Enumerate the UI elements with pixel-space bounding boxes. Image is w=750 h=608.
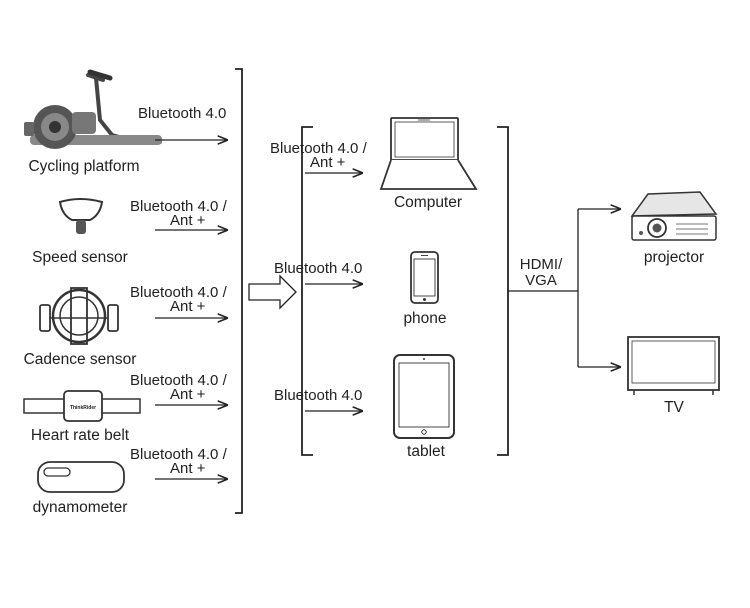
protocol-label-dynamometer-2: Ant + xyxy=(170,460,206,477)
protocol-label-dynamometer-1: Bluetooth 4.0 / xyxy=(130,446,228,463)
device-group-bracket-right xyxy=(497,126,509,456)
phone-icon xyxy=(410,251,439,304)
sensor-label-heart-rate-belt: Heart rate belt xyxy=(31,427,130,444)
protocol-label-computer-1: Bluetooth 4.0 / xyxy=(270,140,368,157)
output-label-projector: projector xyxy=(644,249,704,266)
protocol-label-computer-2: Ant + xyxy=(310,154,346,171)
protocol-label-tablet: Bluetooth 4.0 xyxy=(274,387,362,404)
cadence-sensor-icon xyxy=(39,287,119,345)
interface-label-1: HDMI/ xyxy=(520,256,563,273)
interface-label-2: VGA xyxy=(525,272,557,289)
laptop-icon xyxy=(379,117,478,190)
sensor-label-cadence-sensor: Cadence sensor xyxy=(24,351,137,368)
device-label-tablet: tablet xyxy=(407,443,446,460)
sensor-group-bracket xyxy=(235,68,243,514)
protocol-label-cadence-sensor-1: Bluetooth 4.0 / xyxy=(130,284,228,301)
protocol-label-phone: Bluetooth 4.0 xyxy=(274,260,362,277)
sensor-label-dynamometer: dynamometer xyxy=(33,499,128,516)
protocol-label-cycling-platform: Bluetooth 4.0 xyxy=(138,105,226,122)
protocol-label-cadence-sensor-2: Ant + xyxy=(170,298,206,315)
speed-sensor-icon xyxy=(58,198,104,234)
cycling-platform-icon xyxy=(24,69,162,149)
tablet-icon xyxy=(393,354,455,439)
belt-brand-text: ThinkRider xyxy=(70,405,96,411)
protocol-label-heart-rate-belt-2: Ant + xyxy=(170,386,206,403)
heart-rate-belt-icon: ThinkRider xyxy=(23,390,141,422)
protocol-label-heart-rate-belt-1: Bluetooth 4.0 / xyxy=(130,372,228,389)
tv-icon xyxy=(627,336,720,395)
projector-icon xyxy=(630,191,718,241)
group-arrow xyxy=(248,274,297,310)
device-label-computer: Computer xyxy=(394,194,462,211)
device-label-phone: phone xyxy=(403,310,446,327)
device-group-bracket-left xyxy=(301,126,313,456)
sensor-label-speed-sensor: Speed sensor xyxy=(32,249,128,266)
dynamometer-icon xyxy=(37,461,125,493)
protocol-label-speed-sensor-2: Ant + xyxy=(170,212,206,229)
sensor-label-cycling-platform: Cycling platform xyxy=(28,158,139,175)
output-label-tv: TV xyxy=(664,399,684,416)
protocol-label-speed-sensor-1: Bluetooth 4.0 / xyxy=(130,198,228,215)
